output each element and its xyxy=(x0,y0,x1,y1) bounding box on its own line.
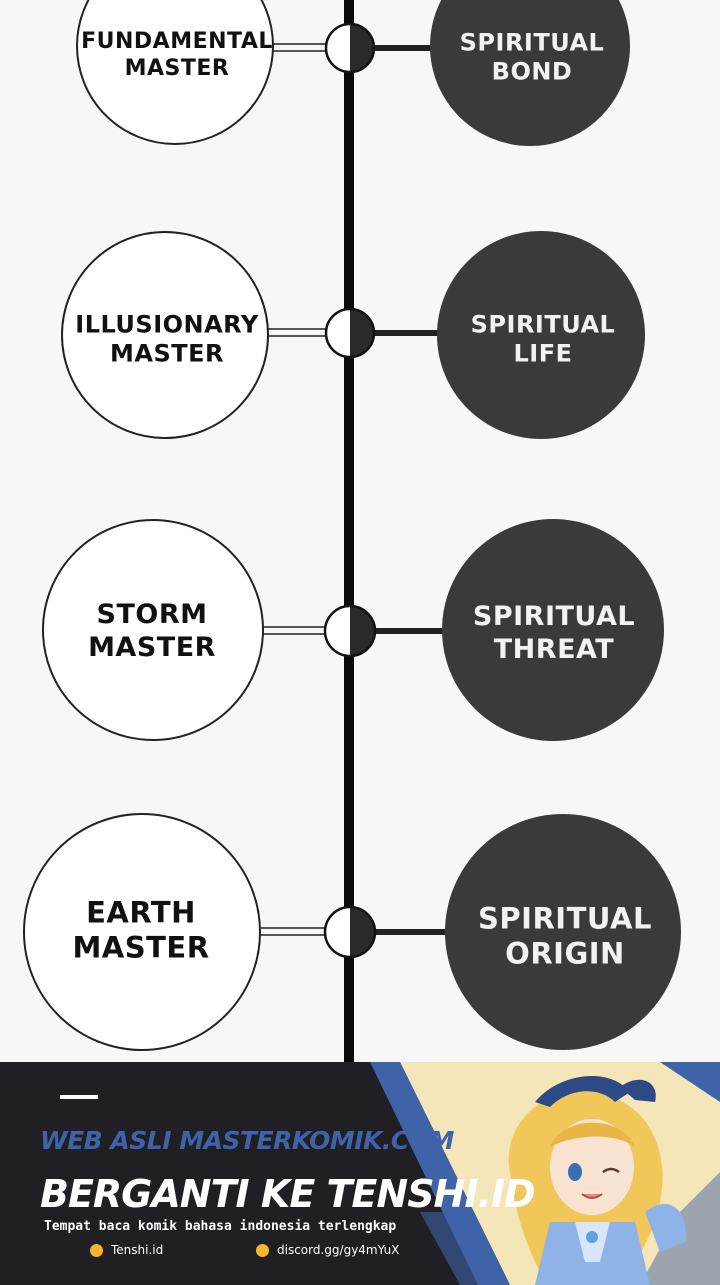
row-4-right-line2: ORIGIN xyxy=(505,937,625,971)
row-1-left-label: FUNDAMENTAL MASTER xyxy=(81,29,273,83)
row-4-right-label: SPIRITUAL ORIGIN xyxy=(478,902,652,973)
row-3-right-node xyxy=(442,519,664,741)
banner-artwork xyxy=(370,1062,720,1285)
row-2-right-node xyxy=(437,231,645,439)
row-1-right-node xyxy=(430,0,630,146)
site-label: WEB ASLI MASTERKOMIK.COM xyxy=(40,1126,454,1155)
row-1-left-line2: MASTER xyxy=(124,56,230,81)
row-3-left-line2: MASTER xyxy=(88,632,216,663)
row-2-right-line2: LIFE xyxy=(513,340,573,368)
row-2-junction xyxy=(324,307,376,359)
discord-link-text[interactable]: discord.gg/gy4mYuX xyxy=(277,1243,400,1257)
row-1-junction xyxy=(324,22,376,74)
row-4-right-node xyxy=(445,814,681,1050)
row-1-right-label: SPIRITUAL BOND xyxy=(460,29,605,88)
row-4-left-label: EARTH MASTER xyxy=(72,896,209,967)
promo-banner: WEB ASLI MASTERKOMIK.COM BERGANTI KE TEN… xyxy=(0,1062,720,1285)
diagram-graphics xyxy=(23,0,681,1062)
row-3-connector xyxy=(262,626,444,635)
bullet-icon xyxy=(90,1243,103,1257)
character-illustration xyxy=(508,1075,686,1285)
row-3-right-line1: SPIRITUAL xyxy=(472,601,636,633)
vertical-spine xyxy=(344,0,354,1062)
progression-diagram: FUNDAMENTAL MASTER SPIRITUAL BOND ILLUSI… xyxy=(23,0,681,1062)
row-2-connector xyxy=(268,328,438,337)
row-3-junction xyxy=(323,604,377,658)
row-4-connector xyxy=(256,927,450,936)
row-1-connector xyxy=(272,43,432,52)
row-2-right-line1: SPIRITUAL xyxy=(470,310,616,339)
row-2-left-node xyxy=(61,231,269,439)
bullet-icon xyxy=(256,1243,269,1257)
row-2-left-line2: MASTER xyxy=(109,340,224,368)
row-3-right-label: SPIRITUAL THREAT xyxy=(473,601,635,667)
row-3-left-line1: STORM xyxy=(96,599,208,631)
row-1-right-line2: BOND xyxy=(491,58,573,86)
banner-tagline: Tempat baca komik bahasa indonesia terle… xyxy=(44,1219,397,1234)
banner-headline: BERGANTI KE TENSHI.ID xyxy=(40,1172,536,1216)
tenshi-link[interactable]: Tenshi.id xyxy=(90,1243,163,1257)
row-4-left-line2: MASTER xyxy=(72,931,210,965)
row-1-left-node xyxy=(76,0,274,145)
row-2-left-line1: ILLUSIONARY xyxy=(75,310,259,339)
tenshi-link-text[interactable]: Tenshi.id xyxy=(111,1243,164,1257)
row-3-left-label: STORM MASTER xyxy=(88,599,216,665)
row-1-left-line1: FUNDAMENTAL xyxy=(81,29,273,55)
row-4-left-node xyxy=(23,813,261,1051)
row-1-right-line1: SPIRITUAL xyxy=(459,28,605,57)
row-2-left-label: ILLUSIONARY MASTER xyxy=(75,311,258,370)
row-3-right-line2: THREAT xyxy=(493,634,615,665)
row-2-right-label: SPIRITUAL LIFE xyxy=(471,311,616,370)
row-4-junction xyxy=(323,905,377,959)
row-4-left-line1: EARTH xyxy=(86,895,196,930)
decorative-dash xyxy=(60,1095,98,1099)
row-4-right-line1: SPIRITUAL xyxy=(478,901,652,936)
discord-link[interactable]: discord.gg/gy4mYuX xyxy=(256,1243,399,1257)
row-3-left-node xyxy=(42,519,264,741)
